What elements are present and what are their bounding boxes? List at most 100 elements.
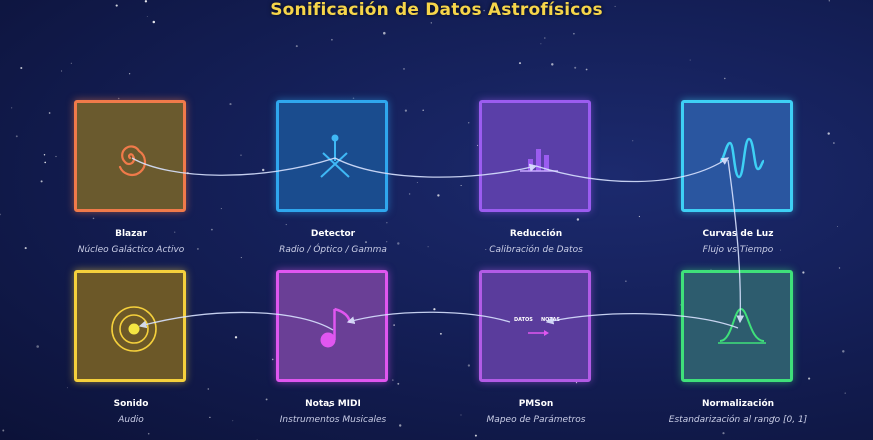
star [196, 247, 199, 250]
star [288, 11, 290, 13]
node-label-notas-midi: Notas MIDI [305, 399, 361, 409]
light-curve-wave-icon [719, 137, 765, 179]
node-label-normalizacion: Normalización [701, 399, 775, 409]
star [220, 208, 222, 210]
star [732, 418, 735, 421]
star [147, 432, 150, 435]
node-subtitle-notas-midi: Instrumentos Musicales [279, 415, 387, 425]
star [61, 70, 63, 72]
connector-reduccion-curvas [535, 157, 730, 183]
star [115, 4, 118, 7]
star [144, 0, 148, 3]
star [261, 168, 265, 172]
star [328, 404, 331, 407]
star [146, 16, 148, 17]
star [232, 420, 234, 422]
star [625, 280, 627, 282]
node-label-detector: Detector [310, 229, 356, 239]
star [544, 37, 546, 39]
node-subtitle-normalizacion: Estandarización al rango [0, 1] [668, 415, 808, 425]
star [467, 364, 471, 367]
node-label-curvas-de-luz: Curvas de Luz [702, 229, 774, 239]
star [174, 231, 176, 233]
connector-pmson-notasmidi [346, 311, 511, 325]
star [404, 109, 407, 112]
star [240, 154, 242, 156]
node-label-reduccion: Reducción [509, 229, 563, 239]
star [477, 144, 479, 146]
star [837, 225, 839, 227]
star [271, 358, 274, 361]
star [574, 66, 577, 69]
star [483, 9, 485, 12]
star [439, 332, 442, 335]
star [575, 381, 578, 384]
star [828, 0, 830, 2]
node-normalizacion [681, 270, 793, 382]
star [467, 122, 470, 124]
star [92, 217, 95, 220]
star [397, 382, 400, 385]
star [632, 140, 634, 142]
star [229, 103, 232, 106]
node-subtitle-blazar: Núcleo Galáctico Activo [77, 245, 185, 255]
star [265, 398, 268, 401]
star [430, 22, 432, 24]
node-subtitle-reduccion: Calibración de Datos [489, 245, 583, 255]
star [416, 182, 418, 183]
mapping-arrow-icon [528, 330, 549, 336]
star [485, 248, 487, 251]
node-label-pmson: PMSon [518, 399, 554, 409]
star [518, 62, 522, 65]
star [576, 218, 580, 221]
star [573, 32, 575, 35]
star [11, 107, 13, 109]
node-detector [276, 100, 388, 212]
speaker-rings-icon [111, 306, 157, 352]
node-blazar [74, 100, 186, 212]
star [427, 246, 429, 248]
connector-notasmidi-sonido [138, 311, 334, 331]
star [55, 155, 57, 158]
star [392, 379, 394, 381]
star [433, 308, 436, 311]
star [614, 5, 616, 7]
star [397, 242, 400, 245]
star [722, 432, 725, 435]
star [724, 77, 726, 80]
star [15, 135, 18, 138]
star [66, 387, 68, 389]
star [422, 109, 424, 112]
star [128, 73, 131, 75]
gaussian-curve-icon [718, 307, 766, 344]
diagram-title: Sonificación de Datos Astrofísicos [270, 0, 603, 20]
star [838, 267, 841, 269]
star [689, 59, 691, 61]
star [540, 43, 542, 45]
star [585, 68, 588, 71]
spiral-galaxy-icon [118, 145, 147, 177]
star [295, 45, 298, 48]
star [460, 184, 462, 187]
star [152, 20, 156, 24]
star [210, 228, 213, 231]
node-reduccion [479, 100, 591, 212]
star [2, 429, 5, 432]
star [285, 224, 287, 226]
star [827, 132, 830, 135]
star [240, 257, 242, 259]
connector-normalizacion-pmson [545, 313, 739, 329]
connector-blazar-detector [131, 157, 336, 176]
star [551, 63, 554, 66]
star [70, 62, 72, 64]
star [24, 247, 27, 250]
star [383, 31, 386, 35]
star [331, 38, 333, 41]
star [386, 241, 388, 243]
star [117, 97, 120, 100]
node-sonido [74, 270, 186, 382]
node-label-blazar: Blazar [115, 229, 147, 239]
star [408, 193, 411, 195]
star [844, 392, 846, 394]
